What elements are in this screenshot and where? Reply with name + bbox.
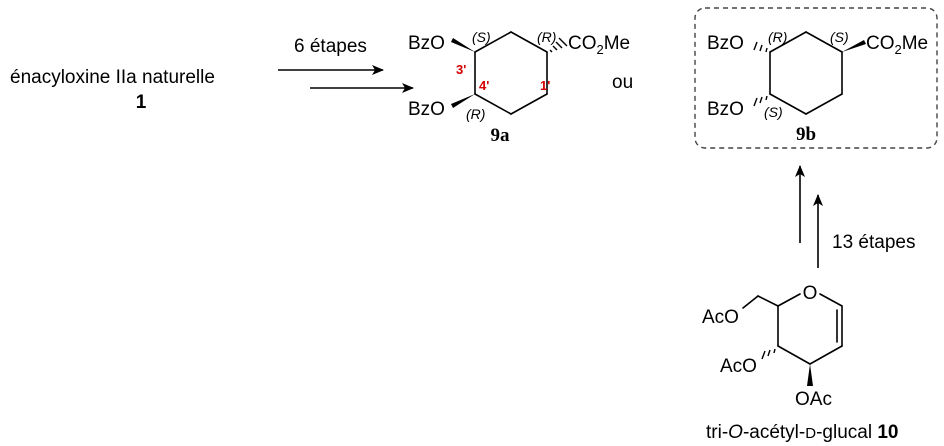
ring-9a (474, 31, 548, 115)
9b-stereo-4: (S) (764, 104, 783, 120)
9a-bzo-bottom: BzO (408, 99, 445, 120)
9b-bzo-top: BzO (707, 33, 744, 54)
9a-label: 9a (491, 125, 511, 146)
ch2-oac-bond (742, 295, 759, 309)
9b-stereo-1: (S) (830, 29, 849, 45)
9a-locant-1: 1' (540, 78, 550, 93)
9a-locant-3: 3' (456, 62, 466, 77)
9a-bzo-top: BzO (408, 33, 445, 54)
arrow-top-label: 6 étapes (294, 36, 367, 57)
wedge-bond-4 (451, 94, 475, 108)
wedge-bond-3 (451, 38, 475, 52)
hashed-bond-1 (549, 37, 568, 53)
9a-stereo-4: (R) (466, 106, 485, 122)
hashed-bond-10-mid (761, 348, 776, 360)
ring-9b (769, 31, 843, 115)
9a-ester: CO2Me (568, 33, 630, 57)
wedge-bond-9b-1 (842, 40, 866, 52)
glucal-name: tri-O-acétyl-D-glucal 10 (706, 422, 898, 443)
9b-label: 9b (796, 124, 816, 145)
wedge-bond-10-bottom (807, 364, 813, 386)
oac-mid: AcO (720, 356, 757, 377)
double-arrow-up (795, 165, 823, 268)
hashed-bond-9b-3 (753, 41, 768, 53)
compound-9a: BzO BzO (S) (R) (R) 3' 4' 1' CO2Me 9a (408, 29, 630, 146)
highlight-box-9b (694, 7, 938, 149)
9a-stereo-1: (R) (537, 29, 556, 45)
9b-bzo-bottom: BzO (707, 99, 744, 120)
ch2-bond (757, 295, 779, 307)
pyran-ring (777, 293, 843, 365)
compound-10: O AcO AcO OAc tri-O-acétyl-D-glucal 10 (702, 283, 898, 443)
9a-locant-4: 4' (479, 78, 489, 93)
9b-ester: CO2Me (866, 33, 928, 57)
oac-bottom: OAc (795, 389, 832, 410)
start-name: énacyloxine IIa naturelle (10, 67, 215, 88)
9b-stereo-3: (R) (768, 29, 787, 45)
arrow-up-label: 13 étapes (832, 232, 915, 253)
ring-oxygen: O (803, 283, 818, 304)
compound-9b: BzO BzO (R) (S) (S) CO2Me 9b (707, 29, 928, 145)
9a-stereo-3: (S) (472, 29, 491, 45)
start-number: 1 (136, 92, 147, 113)
oac-top: AcO (702, 307, 739, 328)
or-text: ou (612, 72, 633, 93)
double-arrow-right (278, 65, 414, 93)
hashed-bond-9b-4 (753, 95, 768, 107)
